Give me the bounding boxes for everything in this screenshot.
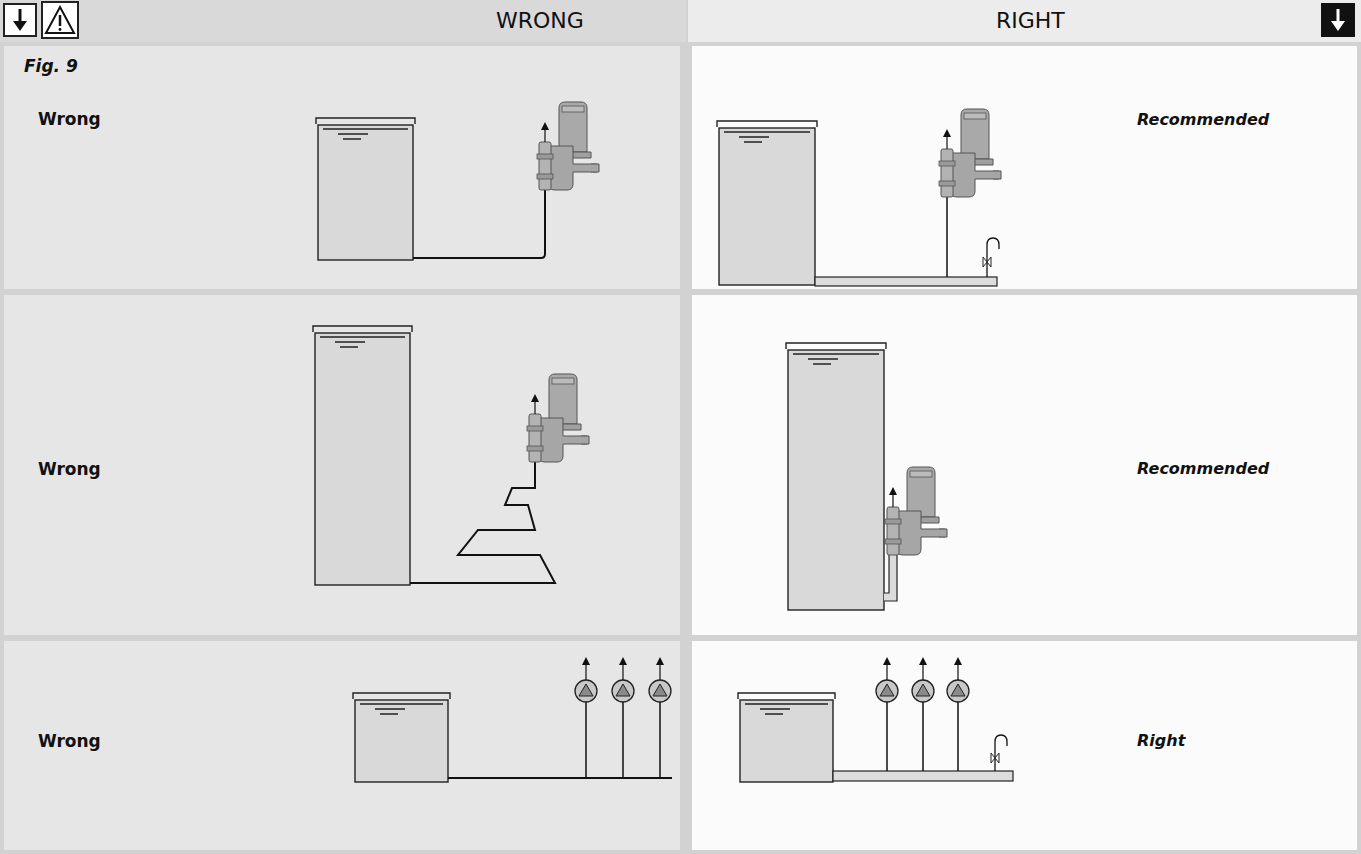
panel-label: Recommended [1137,110,1269,129]
right-panel: Right [692,641,1357,850]
panel-label: Right [1137,731,1185,750]
tank [313,118,886,782]
panel-label: Fig. 9 [24,56,78,76]
down-arrow-icon [4,4,36,36]
panel-label: Wrong [38,109,101,129]
header-cell: WRONG [0,0,686,42]
header-cell: RIGHT [688,0,1361,42]
panel-label: Wrong [38,731,101,751]
wrong-panel: Wrong [4,295,680,635]
right-panel: Recommended [692,46,1357,289]
wrong-panel: Wrong [4,641,680,850]
column-heading: RIGHT [996,8,1065,34]
down-arrow-icon [1322,4,1354,36]
panel-label: Recommended [1137,459,1269,478]
wrong-panel: Fig. 9 Wrong [4,46,680,289]
panel-label: Wrong [38,459,101,479]
warning-icon [42,2,78,38]
right-panel: Recommended [692,295,1357,635]
column-heading: WRONG [496,8,584,34]
